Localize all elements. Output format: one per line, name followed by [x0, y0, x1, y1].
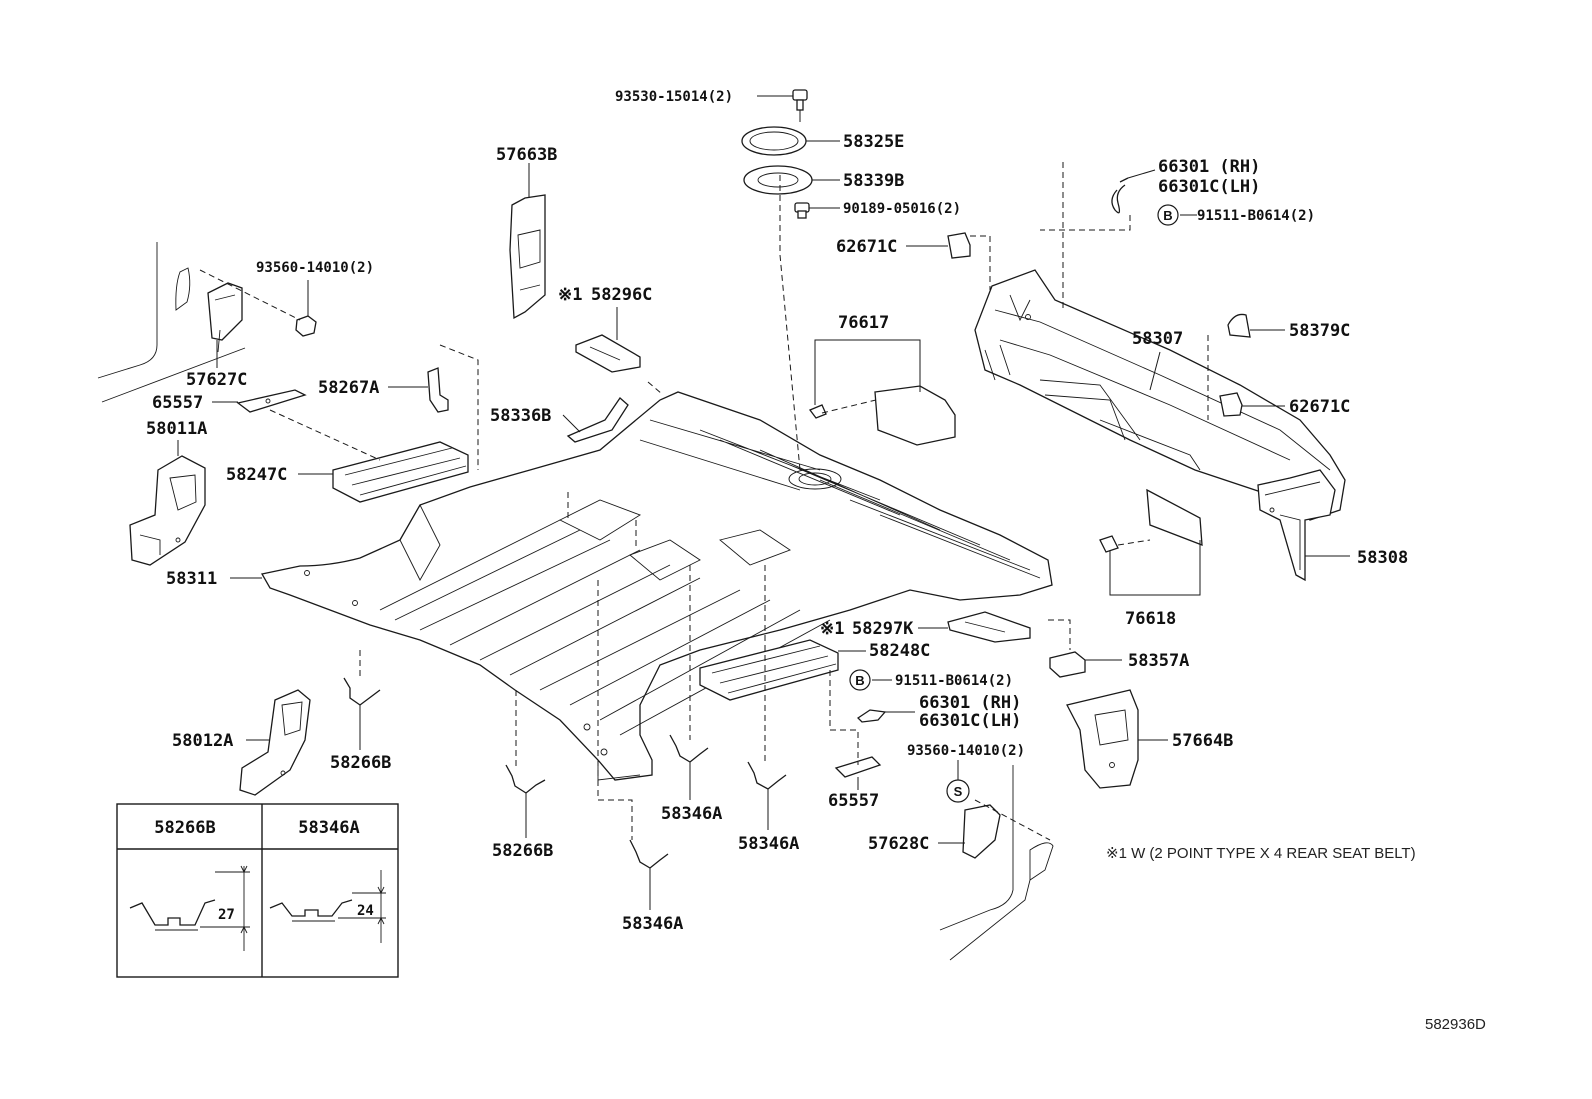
bolt-93530-15014: [792, 89, 808, 111]
callout-58311: 58311: [166, 569, 217, 589]
pad-76617: [808, 385, 956, 446]
circle-mark-b-bottom: B: [849, 669, 871, 691]
callout-57663B: 57663B: [496, 145, 557, 165]
leader-lines: [177, 95, 1350, 910]
callout-58379C: 58379C: [1289, 321, 1350, 341]
inset-dim-24: 24: [357, 903, 374, 919]
circle-mark-s-text: S: [954, 784, 963, 799]
circle-mark-b-bottom-text: B: [855, 673, 864, 688]
bracket-58336B: [566, 397, 629, 443]
circle-mark-s: S: [946, 779, 970, 803]
callout-58247C: 58247C: [226, 465, 287, 485]
footnote-seat-belt: ※1 W (2 POINT TYPE X 4 REAR SEAT BELT): [1106, 845, 1416, 862]
callout-62671C-top: 62671C: [836, 237, 897, 257]
clip-58346A-c: [629, 839, 669, 869]
callout-58346A-c: 58346A: [622, 914, 683, 934]
callout-91511-B0614-bottom: 91511-B0614(2): [895, 673, 1013, 689]
callout-58325E: 58325E: [843, 132, 904, 152]
callout-58308: 58308: [1357, 548, 1408, 568]
callout-58012A: 58012A: [172, 731, 233, 751]
callout-93560-14010-top: 93560-14010(2): [256, 260, 374, 276]
rail-58247C: [332, 441, 469, 503]
circle-mark-b-top: B: [1157, 204, 1179, 226]
inset-clip-profile-58266B: [129, 899, 216, 926]
clip-90189-05016: [794, 202, 810, 219]
hook-66301-bottom: [856, 709, 887, 723]
inset-header-58346A: 58346A: [298, 818, 359, 838]
clip-58266B-a: [343, 677, 381, 706]
plug-58379C: [1227, 313, 1251, 338]
bracket-58297K: [947, 611, 1031, 643]
bracket-57664B: [1066, 689, 1139, 789]
body-outline-right: [939, 765, 1054, 961]
bracket-57627C: [207, 282, 243, 353]
callout-labels: 93530-15014(2) 58325E 58339B 90189-05016…: [146, 89, 1408, 934]
inset-dim-27: 27: [218, 907, 235, 923]
callout-76617: 76617: [838, 313, 889, 333]
diagram-id: 582936D: [1425, 1016, 1486, 1033]
callout-66301-rh-top: 66301 (RH): [1158, 157, 1260, 177]
clip-58346A-b: [747, 761, 787, 790]
callout-58266B-a: 58266B: [330, 753, 391, 773]
callout-58266B-b: 58266B: [492, 841, 553, 861]
callout-58346A-a: 58346A: [661, 804, 722, 824]
callout-93560-14010-bottom: 93560-14010(2): [907, 743, 1025, 759]
inset-clip-profile-58346A: [269, 899, 353, 917]
callout-58011A: 58011A: [146, 419, 207, 439]
callout-58297K-mark: ※1: [820, 619, 844, 639]
circle-mark-b-top-text: B: [1163, 208, 1172, 223]
callout-58297K: 58297K: [852, 619, 914, 639]
bracket-57663B: [509, 194, 546, 320]
callout-57628C: 57628C: [868, 834, 929, 854]
floor-pan-58311: [260, 391, 1053, 781]
bracket-58357A: [1049, 651, 1086, 678]
plug-62671C-right: [1219, 392, 1243, 417]
clip-58346A-a: [669, 734, 709, 763]
hook-66301-top: [1111, 177, 1129, 214]
plate-65557-top: [236, 389, 307, 413]
callout-66301C-lh-bottom: 66301C(LH): [919, 711, 1021, 731]
rail-58248C: [699, 639, 839, 701]
inset-clip-table: 58266B 58346A 27 24: [116, 803, 399, 978]
callout-91511-B0614-top: 91511-B0614(2): [1197, 208, 1315, 224]
bracket-57628C: [962, 804, 1001, 859]
callout-62671C-right: 62671C: [1289, 397, 1350, 417]
bracket-58012A: [239, 689, 311, 796]
bracket-58267A: [427, 367, 449, 413]
callout-66301-rh-bottom: 66301 (RH): [919, 693, 1021, 713]
callout-58339B: 58339B: [843, 171, 904, 191]
bracket-58308: [1257, 469, 1336, 582]
callout-58336B: 58336B: [490, 406, 551, 426]
bracket-58296C: [575, 334, 641, 373]
callout-76618: 76618: [1125, 609, 1176, 629]
callout-58346A-b: 58346A: [738, 834, 799, 854]
bracket-58011A: [129, 455, 206, 566]
inset-header-58266B: 58266B: [154, 818, 215, 838]
callout-58307: 58307: [1132, 329, 1183, 349]
plug-62671C-top: [947, 232, 971, 259]
callout-57664B: 57664B: [1172, 731, 1233, 751]
callout-66301C-lh-top: 66301C(LH): [1158, 177, 1260, 197]
body-outline-left: [97, 242, 246, 403]
plug-58325E: [741, 126, 807, 156]
callout-58296C: 58296C: [591, 285, 652, 305]
seal-58339B: [743, 165, 813, 195]
assembly-dashed-lines: [199, 162, 1209, 841]
callout-58357A: 58357A: [1128, 651, 1189, 671]
plate-65557-bottom: [834, 756, 882, 778]
callout-57627C: 57627C: [186, 370, 247, 390]
callout-58248C: 58248C: [869, 641, 930, 661]
callout-93530-15014: 93530-15014(2): [615, 89, 733, 105]
callout-58296C-mark: ※1: [558, 285, 582, 305]
callout-65557-top: 65557: [152, 393, 203, 413]
callout-58267A: 58267A: [318, 378, 379, 398]
callout-65557-bottom: 65557: [828, 791, 879, 811]
pad-76618: [1099, 488, 1203, 553]
cross-member-58307: [974, 269, 1346, 521]
clip-58266B-b: [505, 764, 546, 794]
callout-90189-05016: 90189-05016(2): [843, 201, 961, 217]
